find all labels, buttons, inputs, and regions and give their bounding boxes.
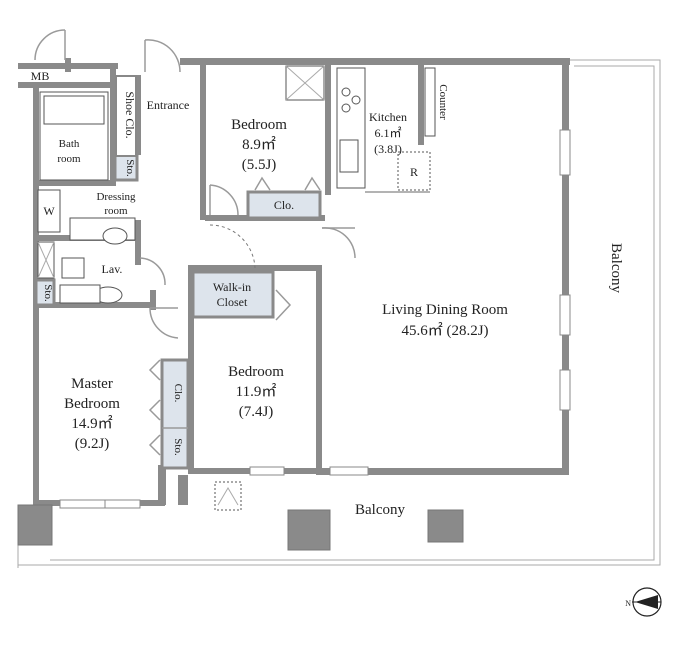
lavatory-label: Lav. — [102, 262, 123, 276]
storage-label-1: Sto. — [124, 159, 136, 177]
bedroom1-name: Bedroom — [231, 117, 287, 133]
walls — [17, 58, 570, 551]
balcony-right-label: Balcony — [608, 243, 624, 293]
bedroom2-name: Bedroom — [228, 364, 284, 380]
room-labels: MB Entrance Shoe Clo. Sto. Sto. Bath roo… — [31, 69, 632, 608]
mb-label: MB — [31, 69, 50, 83]
master-jyo: (9.2J) — [75, 436, 110, 452]
kitchen-name: Kitchen — [369, 110, 407, 124]
balcony-bottom-label: Balcony — [355, 502, 405, 518]
bedroom2-jyo: (7.4J) — [239, 404, 274, 420]
storage-label-2: Sto. — [42, 284, 54, 302]
storage-label-3: Sto. — [172, 438, 184, 456]
compass-icon — [632, 587, 662, 617]
bath-room-label: room — [57, 153, 81, 165]
bedroom2-area: 11.9㎡ — [236, 383, 277, 400]
counter-label: Counter — [437, 84, 449, 120]
refrigerator-label: R — [410, 165, 418, 179]
ldk-name: Living Dining Room — [382, 302, 508, 318]
bedroom1-area: 8.9㎡ — [242, 136, 276, 153]
washer-label: W — [43, 204, 55, 218]
master-name-1: Master — [71, 376, 113, 392]
walkin-label-1: Walk-in — [213, 280, 251, 294]
closets — [34, 75, 322, 470]
dressing-room-label: room — [104, 205, 128, 217]
windows — [59, 129, 571, 509]
closet-label-2: Clo. — [172, 384, 184, 403]
dressing-label: Dressing — [96, 191, 136, 203]
bedroom1-jyo: (5.5J) — [242, 157, 277, 173]
north-label: N — [625, 599, 631, 608]
fixtures — [37, 65, 436, 511]
master-area: 14.9㎡ — [71, 415, 112, 432]
shoe-closet-label: Shoe Clo. — [123, 91, 137, 138]
closet-label-1: Clo. — [274, 198, 294, 212]
walkin-label-2: Closet — [217, 295, 248, 309]
ldk-area: 45.6㎡ (28.2J) — [401, 322, 488, 339]
entrance-label: Entrance — [147, 98, 190, 112]
kitchen-jyo: (3.8J) — [374, 142, 402, 156]
bath-label: Bath — [59, 138, 80, 150]
master-name-2: Bedroom — [64, 396, 120, 412]
kitchen-area: 6.1㎡ — [374, 126, 401, 140]
